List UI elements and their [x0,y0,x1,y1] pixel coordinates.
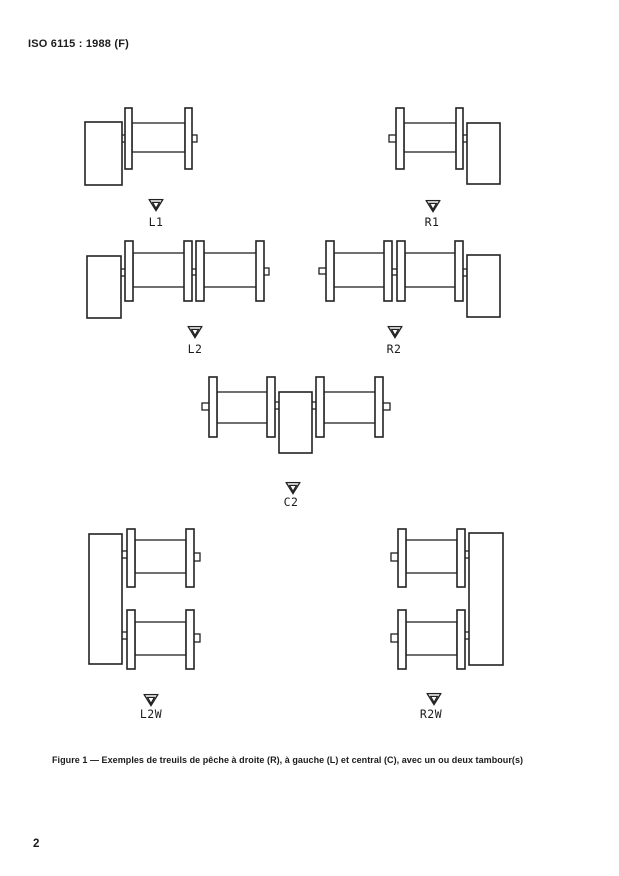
winch-r1-drawing [388,107,501,185]
drum-barrel [131,122,186,153]
winch-r2w-drawing [390,528,504,670]
drum-flange [315,376,325,438]
drum-flange [325,240,335,302]
figure-label-c2: C2 [283,495,299,509]
drum-flange [124,107,133,170]
page-number: 2 [33,838,40,850]
view-direction-icon [186,325,204,339]
view-direction-icon [386,325,404,339]
drum-barrel [404,252,457,288]
drum-flange [396,240,406,302]
drum-flange [456,528,466,588]
drum-flange [456,609,466,670]
drum-barrel [216,391,269,424]
motor-housing [468,532,504,666]
winch-l2-drawing [86,240,270,319]
drum-flange [195,240,205,302]
drum-flange [184,107,193,170]
drum-flange [455,107,464,170]
drum-barrel [134,539,187,574]
view-direction-icon [147,198,165,212]
drum-flange [185,528,195,588]
winch-l2w-drawing [88,528,201,670]
figure-caption: Figure 1 — Exemples de treuils de pêche … [52,755,524,765]
drum-flange [183,240,193,302]
drum-flange [374,376,384,438]
motor-housing [466,122,501,185]
figure-label-l2w: L2W [139,707,163,721]
motor-housing [88,533,123,665]
view-direction-icon [425,692,443,706]
figure-label-r1: R1 [424,215,440,229]
drum-barrel [134,621,187,656]
drum-barrel [333,252,386,288]
motor-housing [84,121,123,186]
winch-r2-drawing [318,240,501,318]
drum-flange [397,609,407,670]
drum-flange [255,240,265,302]
document-reference: ISO 6115 : 1988 (F) [28,38,130,50]
drum-barrel [203,252,258,288]
view-direction-icon [284,481,302,495]
figure-label-l2: L2 [187,342,203,356]
drum-flange [124,240,134,302]
motor-housing [466,254,501,318]
drum-flange [208,376,218,438]
motor-housing [278,391,313,454]
winch-c2-drawing [201,376,391,454]
drum-flange [383,240,393,302]
winch-l1-drawing [84,107,198,186]
figure-label-r2w: R2W [419,707,443,721]
view-direction-icon [142,693,160,707]
motor-housing [86,255,122,319]
figure-label-l1: L1 [148,215,164,229]
view-direction-icon [424,199,442,213]
drum-flange [185,609,195,670]
drum-barrel [405,539,458,574]
figure-label-r2: R2 [386,342,402,356]
drum-flange [454,240,464,302]
drum-barrel [403,122,457,153]
drum-flange [126,609,136,670]
drum-flange [397,528,407,588]
drum-flange [126,528,136,588]
drum-barrel [132,252,186,288]
drum-barrel [323,391,377,424]
drum-barrel [405,621,458,656]
drum-flange [266,376,276,438]
drum-flange [395,107,405,170]
